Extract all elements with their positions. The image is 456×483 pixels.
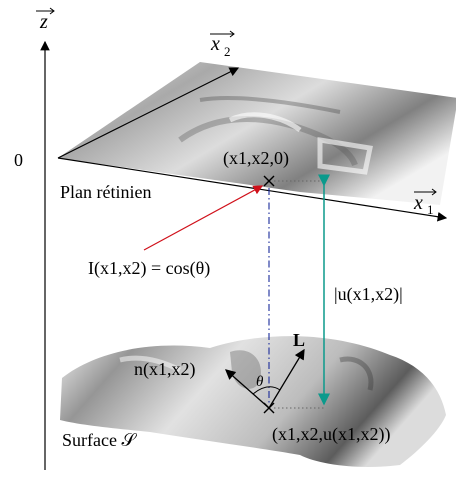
angle-arc [252,386,281,395]
origin-label: 0 [14,150,23,170]
plane-label: Plan rétinien [60,182,151,202]
x2-axis [57,67,240,159]
x1-axis-label: x 1 [413,188,437,217]
surface-s [60,336,446,467]
x2-axis-label: x 2 [210,30,235,59]
normal-label: n(x1,x2) [134,359,196,380]
retinal-plane [58,62,456,205]
light-vector [268,348,305,409]
light-label: L [293,330,305,350]
svg-text:1: 1 [427,202,434,217]
x1-axis [57,157,448,222]
intensity-label: I(x1,x2) = cos(θ) [88,258,210,279]
intensity-arrow [143,185,264,251]
svg-text:z: z [39,11,48,33]
svg-text:x: x [413,192,423,214]
normal-vector [225,369,270,409]
plane-point-marker [263,175,275,187]
surface-point-label: (x1,x2,u(x1,x2)) [272,424,390,445]
surface-label: Surface 𝒮 [62,430,137,450]
plane-point-label: (x1,x2,0) [223,148,289,169]
depth-label: |u(x1,x2)| [334,284,403,305]
angle-label: θ [256,374,264,390]
z-axis-label: z [36,7,55,33]
svg-text:2: 2 [224,44,231,59]
svg-text:x: x [210,33,220,55]
